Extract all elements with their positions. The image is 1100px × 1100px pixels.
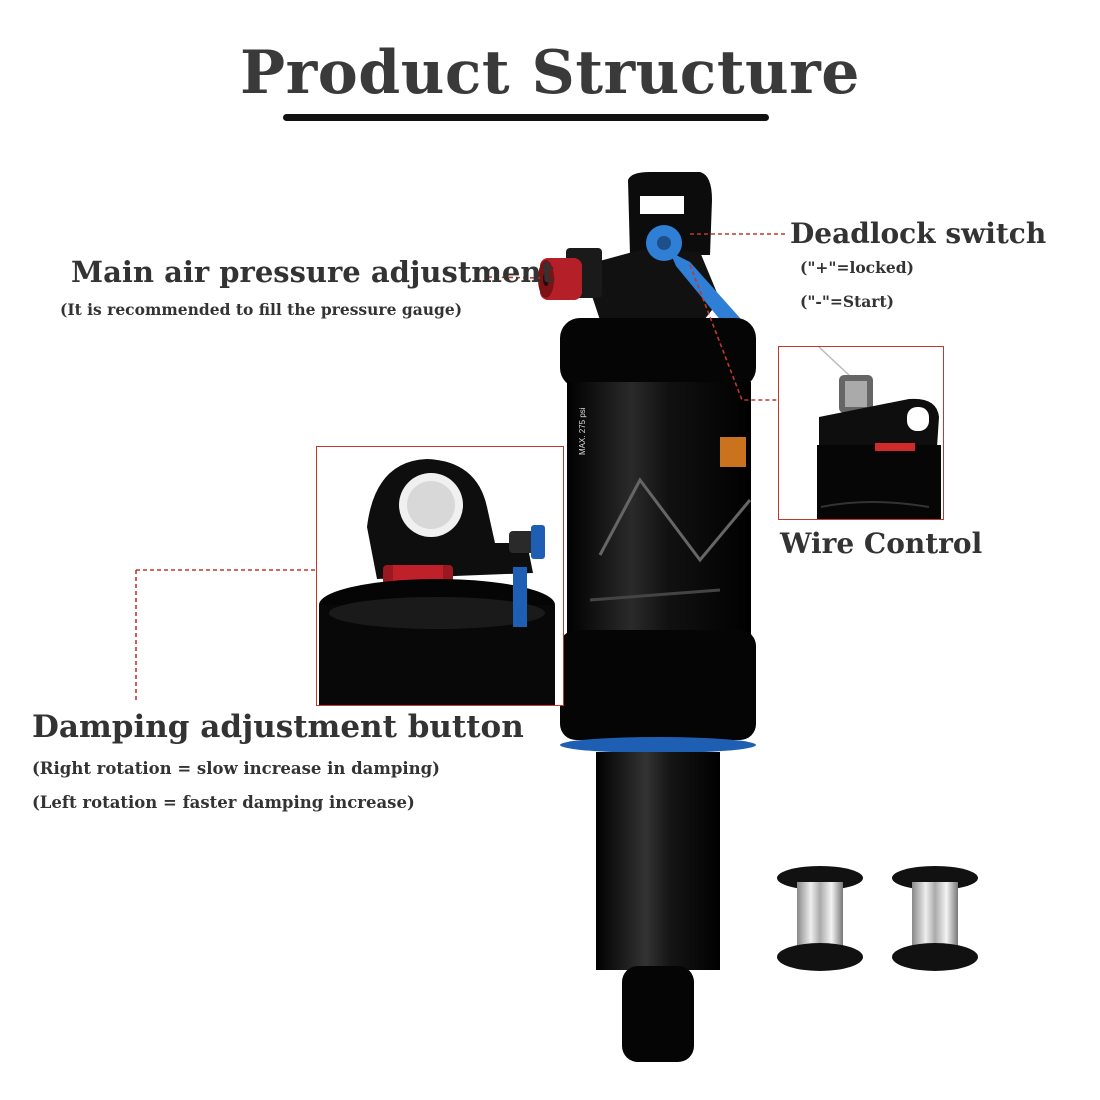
air-can xyxy=(560,318,756,753)
deadlock-note-locked: ("+"=locked) xyxy=(800,258,914,277)
damping-label: Damping adjustment button xyxy=(32,709,524,745)
air-valve-cap xyxy=(538,258,582,300)
shock-shaft xyxy=(596,752,720,1062)
deadlock-note-start: ("-"=Start) xyxy=(800,292,894,311)
damping-note-left: (Left rotation = faster damping increase… xyxy=(32,793,415,812)
title-underline xyxy=(283,114,769,121)
bushing-left xyxy=(777,866,863,971)
page-title: Product Structure xyxy=(240,38,860,108)
main-air-note: (It is recommended to fill the pressure … xyxy=(60,300,463,319)
damping-note-right: (Right rotation = slow increase in dampi… xyxy=(32,759,440,778)
deadlock-label: Deadlock switch xyxy=(790,217,1047,250)
leader-wire xyxy=(689,264,778,401)
wire-control-label: Wire Control xyxy=(780,527,983,560)
shock-decal-text: MAX. 275 psi xyxy=(578,407,587,455)
leader-air xyxy=(487,276,541,279)
damping-inset xyxy=(316,446,564,706)
main-air-label: Main air pressure adjustment xyxy=(71,255,555,289)
wire-control-closeup xyxy=(817,347,941,519)
damping-closeup xyxy=(319,459,555,705)
wire-control-inset xyxy=(778,346,944,520)
bushing-right xyxy=(892,866,978,971)
lockout-lever xyxy=(646,225,742,328)
